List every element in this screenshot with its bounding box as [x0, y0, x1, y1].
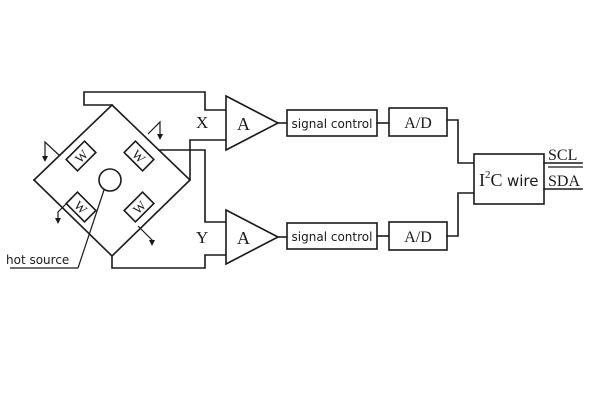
sda-label: SDA [548, 173, 580, 190]
svg-text:A/D: A/D [404, 115, 432, 132]
signal-control-y: signal control [286, 222, 378, 250]
adc-y: A/D [388, 221, 448, 251]
resistor-bottom-right: W [123, 191, 155, 246]
svg-text:signal control: signal control [292, 230, 373, 244]
i2c-wire-box: I2C wire [473, 153, 545, 205]
signal-control-x: signal control [286, 109, 378, 137]
amplifier-x: A [225, 94, 280, 152]
hot-source-circle [98, 168, 122, 192]
wheatstone-bridge [32, 103, 192, 258]
amplifier-y: A [225, 208, 280, 266]
resistor-bottom-left: W [55, 191, 97, 224]
y-channel-label: Y [196, 228, 208, 247]
svg-text:A: A [237, 228, 250, 248]
svg-text:signal control: signal control [292, 117, 373, 131]
svg-text:A/D: A/D [404, 229, 432, 246]
hot-source-label: hot source [6, 253, 69, 267]
bridge-wiring [33, 91, 227, 269]
x-channel-label: X [196, 113, 208, 132]
svg-text:A: A [237, 114, 250, 134]
hot-source-leader [77, 189, 105, 269]
bridge-diamond [32, 103, 192, 258]
resistor-top-right: W [123, 120, 163, 172]
resistor-top-left: W [42, 140, 97, 172]
svg-text:I2C: I2C [479, 169, 503, 190]
adc-x: A/D [388, 107, 448, 137]
svg-text:wire: wire [507, 172, 539, 190]
scl-label: SCL [548, 147, 577, 164]
